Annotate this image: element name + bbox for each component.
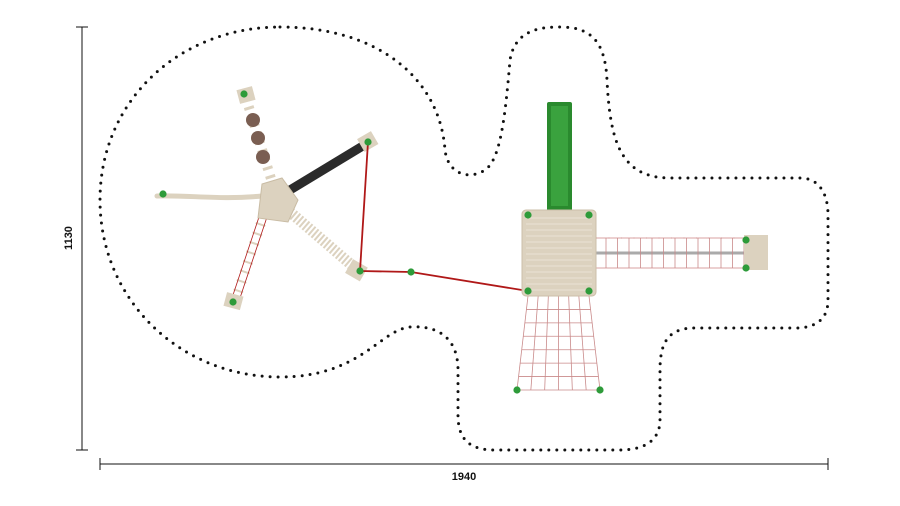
- width-label: 1940: [452, 471, 476, 483]
- main-platform: [521, 209, 597, 297]
- right-tower-unit: [516, 102, 768, 391]
- stepping-disc-arm: [236, 86, 277, 184]
- balance-beam-dark: [287, 140, 369, 194]
- net-strand: [544, 295, 549, 391]
- rope-bridge: [595, 237, 747, 269]
- net-strand: [530, 295, 539, 391]
- height-label: 1130: [63, 226, 75, 250]
- post-marker: [407, 268, 415, 276]
- safety-zone-outline: [98, 25, 830, 452]
- post-marker: [513, 386, 521, 394]
- post-markers: [159, 90, 750, 394]
- net-strand: [588, 295, 601, 391]
- post-marker: [356, 267, 364, 275]
- balance-rope-arm: [154, 193, 265, 201]
- post-marker: [229, 298, 237, 306]
- post-marker: [524, 287, 532, 295]
- net-strand: [516, 295, 529, 391]
- net-ladder-arm: [223, 212, 269, 311]
- post-marker: [742, 236, 750, 244]
- connecting-ropes: [359, 141, 529, 292]
- post-marker: [240, 90, 248, 98]
- ladder-arm: [286, 207, 368, 282]
- hub-platform: [257, 177, 299, 223]
- width-dimension: [99, 458, 829, 470]
- post-marker: [585, 211, 593, 219]
- post-marker: [596, 386, 604, 394]
- post-marker: [524, 211, 532, 219]
- post-marker: [742, 264, 750, 272]
- post-marker: [159, 190, 167, 198]
- left-tower-unit: [154, 86, 379, 311]
- net-strand: [568, 295, 573, 391]
- height-dimension: [76, 26, 88, 451]
- net-strand: [578, 295, 587, 391]
- climbing-net: [516, 295, 601, 391]
- post-marker: [585, 287, 593, 295]
- post-marker: [364, 138, 372, 146]
